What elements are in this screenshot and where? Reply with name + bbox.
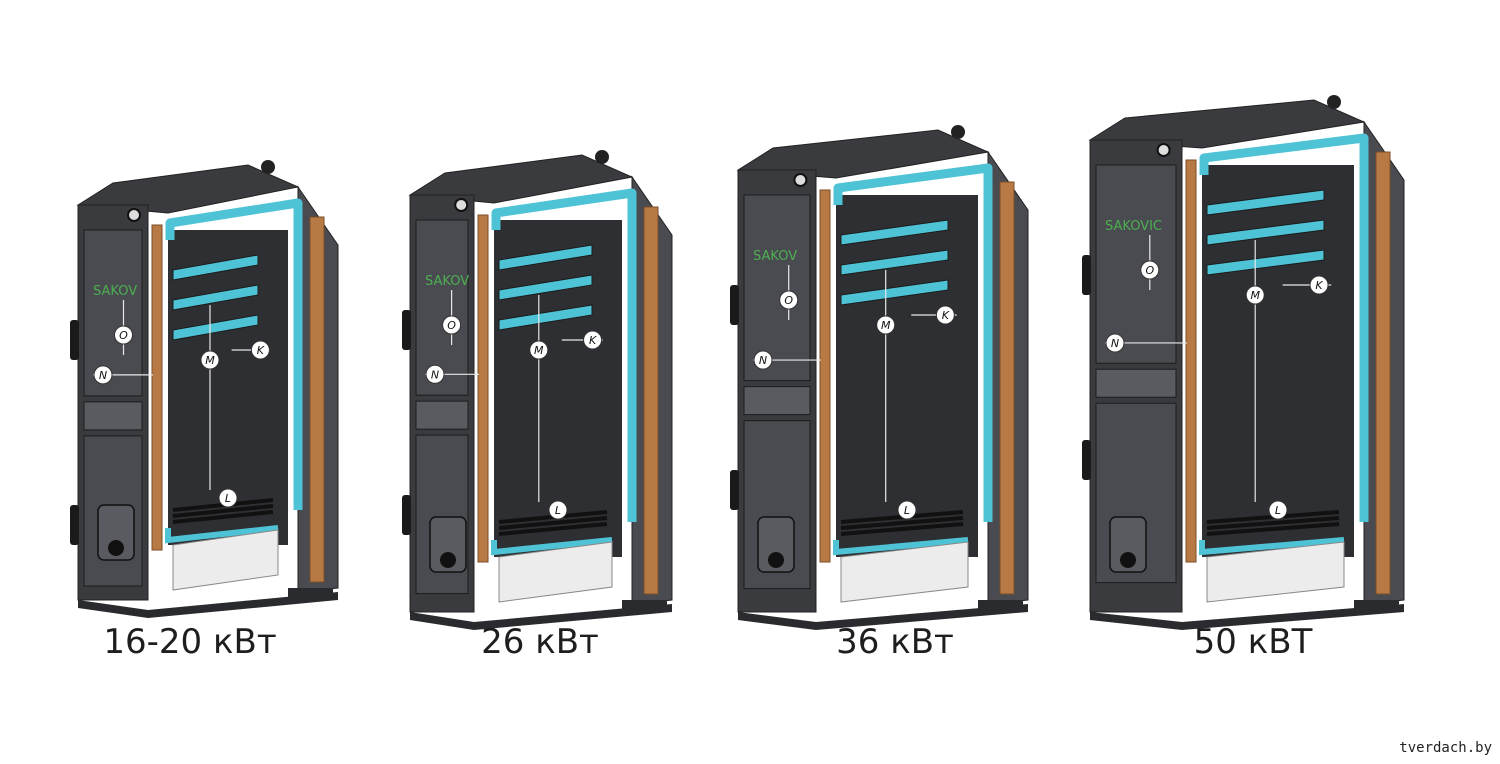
marker-n: N <box>753 350 773 370</box>
boiler-label-50: 50 кВТ <box>1193 622 1313 662</box>
brand-logo: SAKOV <box>425 274 469 289</box>
marker-o: O <box>779 290 799 310</box>
marker-n: N <box>93 365 113 385</box>
marker-m: M <box>1245 285 1265 305</box>
boiler-16-20: SAKOV O N M K L <box>70 160 339 618</box>
marker-k: K <box>1309 275 1329 295</box>
boiler-26: SAKOV O N M K L <box>402 150 673 630</box>
marker-o: O <box>1140 260 1160 280</box>
svg-text:L: L <box>225 492 231 505</box>
svg-text:O: O <box>447 319 456 332</box>
marker-l: L <box>897 500 917 520</box>
marker-m: M <box>876 315 896 335</box>
marker-l: L <box>218 488 238 508</box>
marker-l: L <box>548 500 568 520</box>
svg-text:M: M <box>881 319 891 332</box>
svg-text:L: L <box>904 504 910 517</box>
brand-logo: SAKOV <box>93 284 137 299</box>
marker-k: K <box>935 305 955 325</box>
svg-text:M: M <box>534 344 544 357</box>
svg-text:M: M <box>1250 289 1260 302</box>
boiler-36: SAKOV O N M K L <box>730 125 1029 630</box>
marker-o: O <box>114 325 133 345</box>
brand-logo: SAKOVIC <box>1105 219 1162 234</box>
marker-n: N <box>425 364 445 384</box>
watermark: tverdach.by <box>1399 740 1492 756</box>
svg-text:K: K <box>589 334 597 347</box>
marker-l: L <box>1268 500 1288 520</box>
svg-text:O: O <box>1145 264 1154 277</box>
boiler-label-26: 26 кВт <box>481 622 599 662</box>
boiler-50: SAKOVIC O N M K L <box>1082 95 1405 630</box>
marker-k: K <box>583 330 603 350</box>
marker-n: N <box>1105 333 1125 353</box>
svg-text:L: L <box>1275 504 1281 517</box>
svg-text:N: N <box>1111 337 1119 350</box>
brand-logo: SAKOV <box>753 249 797 264</box>
svg-text:N: N <box>431 368 439 381</box>
svg-text:N: N <box>759 354 767 367</box>
boiler-label-36: 36 кВт <box>836 622 954 662</box>
marker-o: O <box>442 315 462 335</box>
svg-text:K: K <box>1315 279 1323 292</box>
svg-text:O: O <box>784 294 793 307</box>
svg-text:K: K <box>257 344 265 357</box>
boiler-label-16-20: 16-20 кВт <box>103 622 277 662</box>
svg-text:M: M <box>205 354 215 367</box>
svg-text:O: O <box>119 329 128 342</box>
marker-m: M <box>200 350 220 370</box>
svg-text:N: N <box>99 369 107 382</box>
marker-m: M <box>529 340 549 360</box>
marker-k: K <box>250 340 270 360</box>
svg-text:K: K <box>942 309 950 322</box>
svg-text:L: L <box>555 504 561 517</box>
